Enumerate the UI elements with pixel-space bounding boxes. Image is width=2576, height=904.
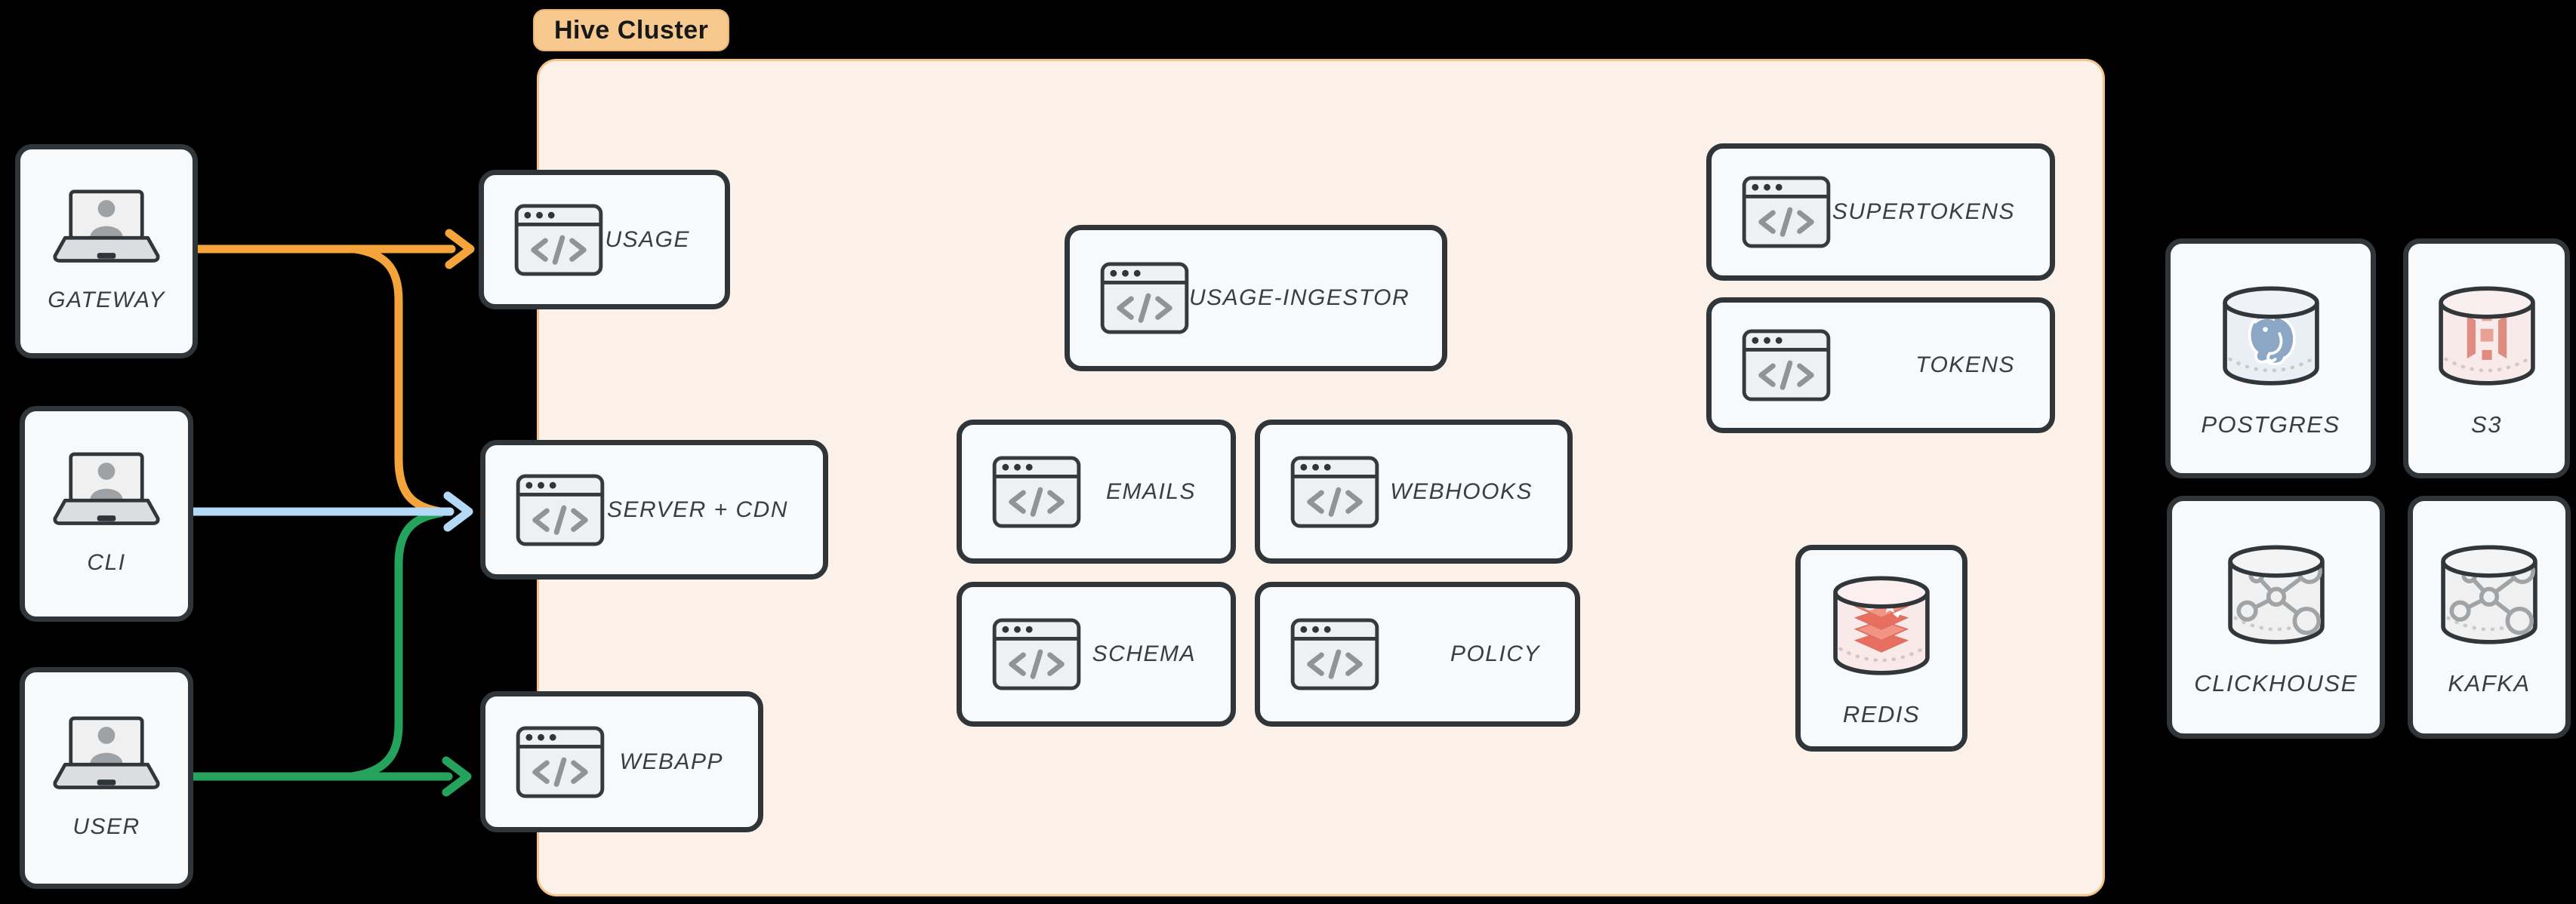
node-user-label: USER [72, 814, 140, 839]
node-postgres-label: POSTGRES [2201, 411, 2340, 438]
node-server-cdn: SERVER + CDN [480, 440, 828, 580]
node-gateway: GATEWAY [15, 144, 198, 358]
browser-code-icon [992, 456, 1081, 528]
hive-cluster-label: Hive Cluster [533, 9, 730, 51]
edge-user-webapp-arrowhead [442, 756, 472, 797]
node-webapp-label: WEBAPP [619, 749, 723, 774]
browser-code-icon [516, 726, 605, 798]
node-redis: REDIS [1795, 545, 1967, 752]
node-clickhouse: CLICKHOUSE [2167, 496, 2385, 739]
edge-gateway-usage-arrowhead [445, 229, 475, 269]
node-schema-label: SCHEMA [1092, 641, 1196, 666]
browser-code-icon [1742, 176, 1831, 248]
edge-user-servercdn [347, 509, 445, 781]
laptop-user-icon [48, 716, 165, 795]
node-policy: POLICY [1255, 582, 1580, 727]
browser-code-icon [1100, 262, 1189, 334]
node-tokens-label: TOKENS [1915, 352, 2015, 377]
node-emails: EMAILS [957, 420, 1236, 564]
node-kafka: KAFKA [2408, 496, 2571, 739]
node-webapp: WEBAPP [480, 691, 763, 832]
node-user: USER [20, 667, 193, 889]
node-s3: S3 [2403, 238, 2570, 478]
browser-code-icon [1742, 329, 1831, 401]
node-redis-label: REDIS [1842, 701, 1921, 727]
browser-code-icon [1290, 456, 1379, 528]
node-webhooks-label: WEBHOOKS [1390, 478, 1533, 504]
node-clickhouse-label: CLICKHOUSE [2194, 670, 2358, 696]
molecule-cylinder-icon [2220, 537, 2333, 653]
node-gateway-label: GATEWAY [48, 287, 165, 312]
edge-cli-servercdn-arrowhead [443, 491, 473, 532]
laptop-user-icon [48, 452, 165, 530]
node-policy-label: POLICY [1450, 641, 1540, 666]
node-cli-label: CLI [87, 550, 126, 575]
node-tokens: TOKENS [1706, 297, 2055, 433]
node-usage-label: USAGE [605, 226, 690, 252]
postgres-cylinder-icon [2214, 278, 2328, 395]
edge-gateway-servercdn [350, 244, 445, 516]
browser-code-icon [514, 204, 603, 276]
browser-code-icon [516, 474, 605, 546]
node-supertokens: SUPERTOKENS [1706, 143, 2055, 281]
node-kafka-label: KAFKA [2448, 670, 2531, 696]
node-postgres: POSTGRES [2165, 238, 2376, 478]
redis-cylinder-icon [1825, 568, 1938, 684]
node-cli: CLI [20, 406, 193, 622]
node-usage-ingestor-label: USAGE-INGESTOR [1189, 285, 1410, 310]
browser-code-icon [992, 618, 1081, 690]
node-emails-label: EMAILS [1105, 478, 1196, 504]
node-server-cdn-label: SERVER + CDN [606, 497, 788, 522]
node-usage-ingestor: USAGE-INGESTOR [1065, 225, 1447, 371]
laptop-user-icon [48, 189, 165, 268]
node-s3-label: S3 [2471, 411, 2502, 438]
node-usage: USAGE [479, 170, 730, 309]
node-schema: SCHEMA [957, 582, 1236, 727]
browser-code-icon [1290, 618, 1379, 690]
node-supertokens-label: SUPERTOKENS [1832, 199, 2015, 224]
node-webhooks: WEBHOOKS [1255, 420, 1573, 564]
molecule-cylinder-icon [2433, 537, 2546, 653]
s3-cylinder-icon [2430, 278, 2544, 395]
